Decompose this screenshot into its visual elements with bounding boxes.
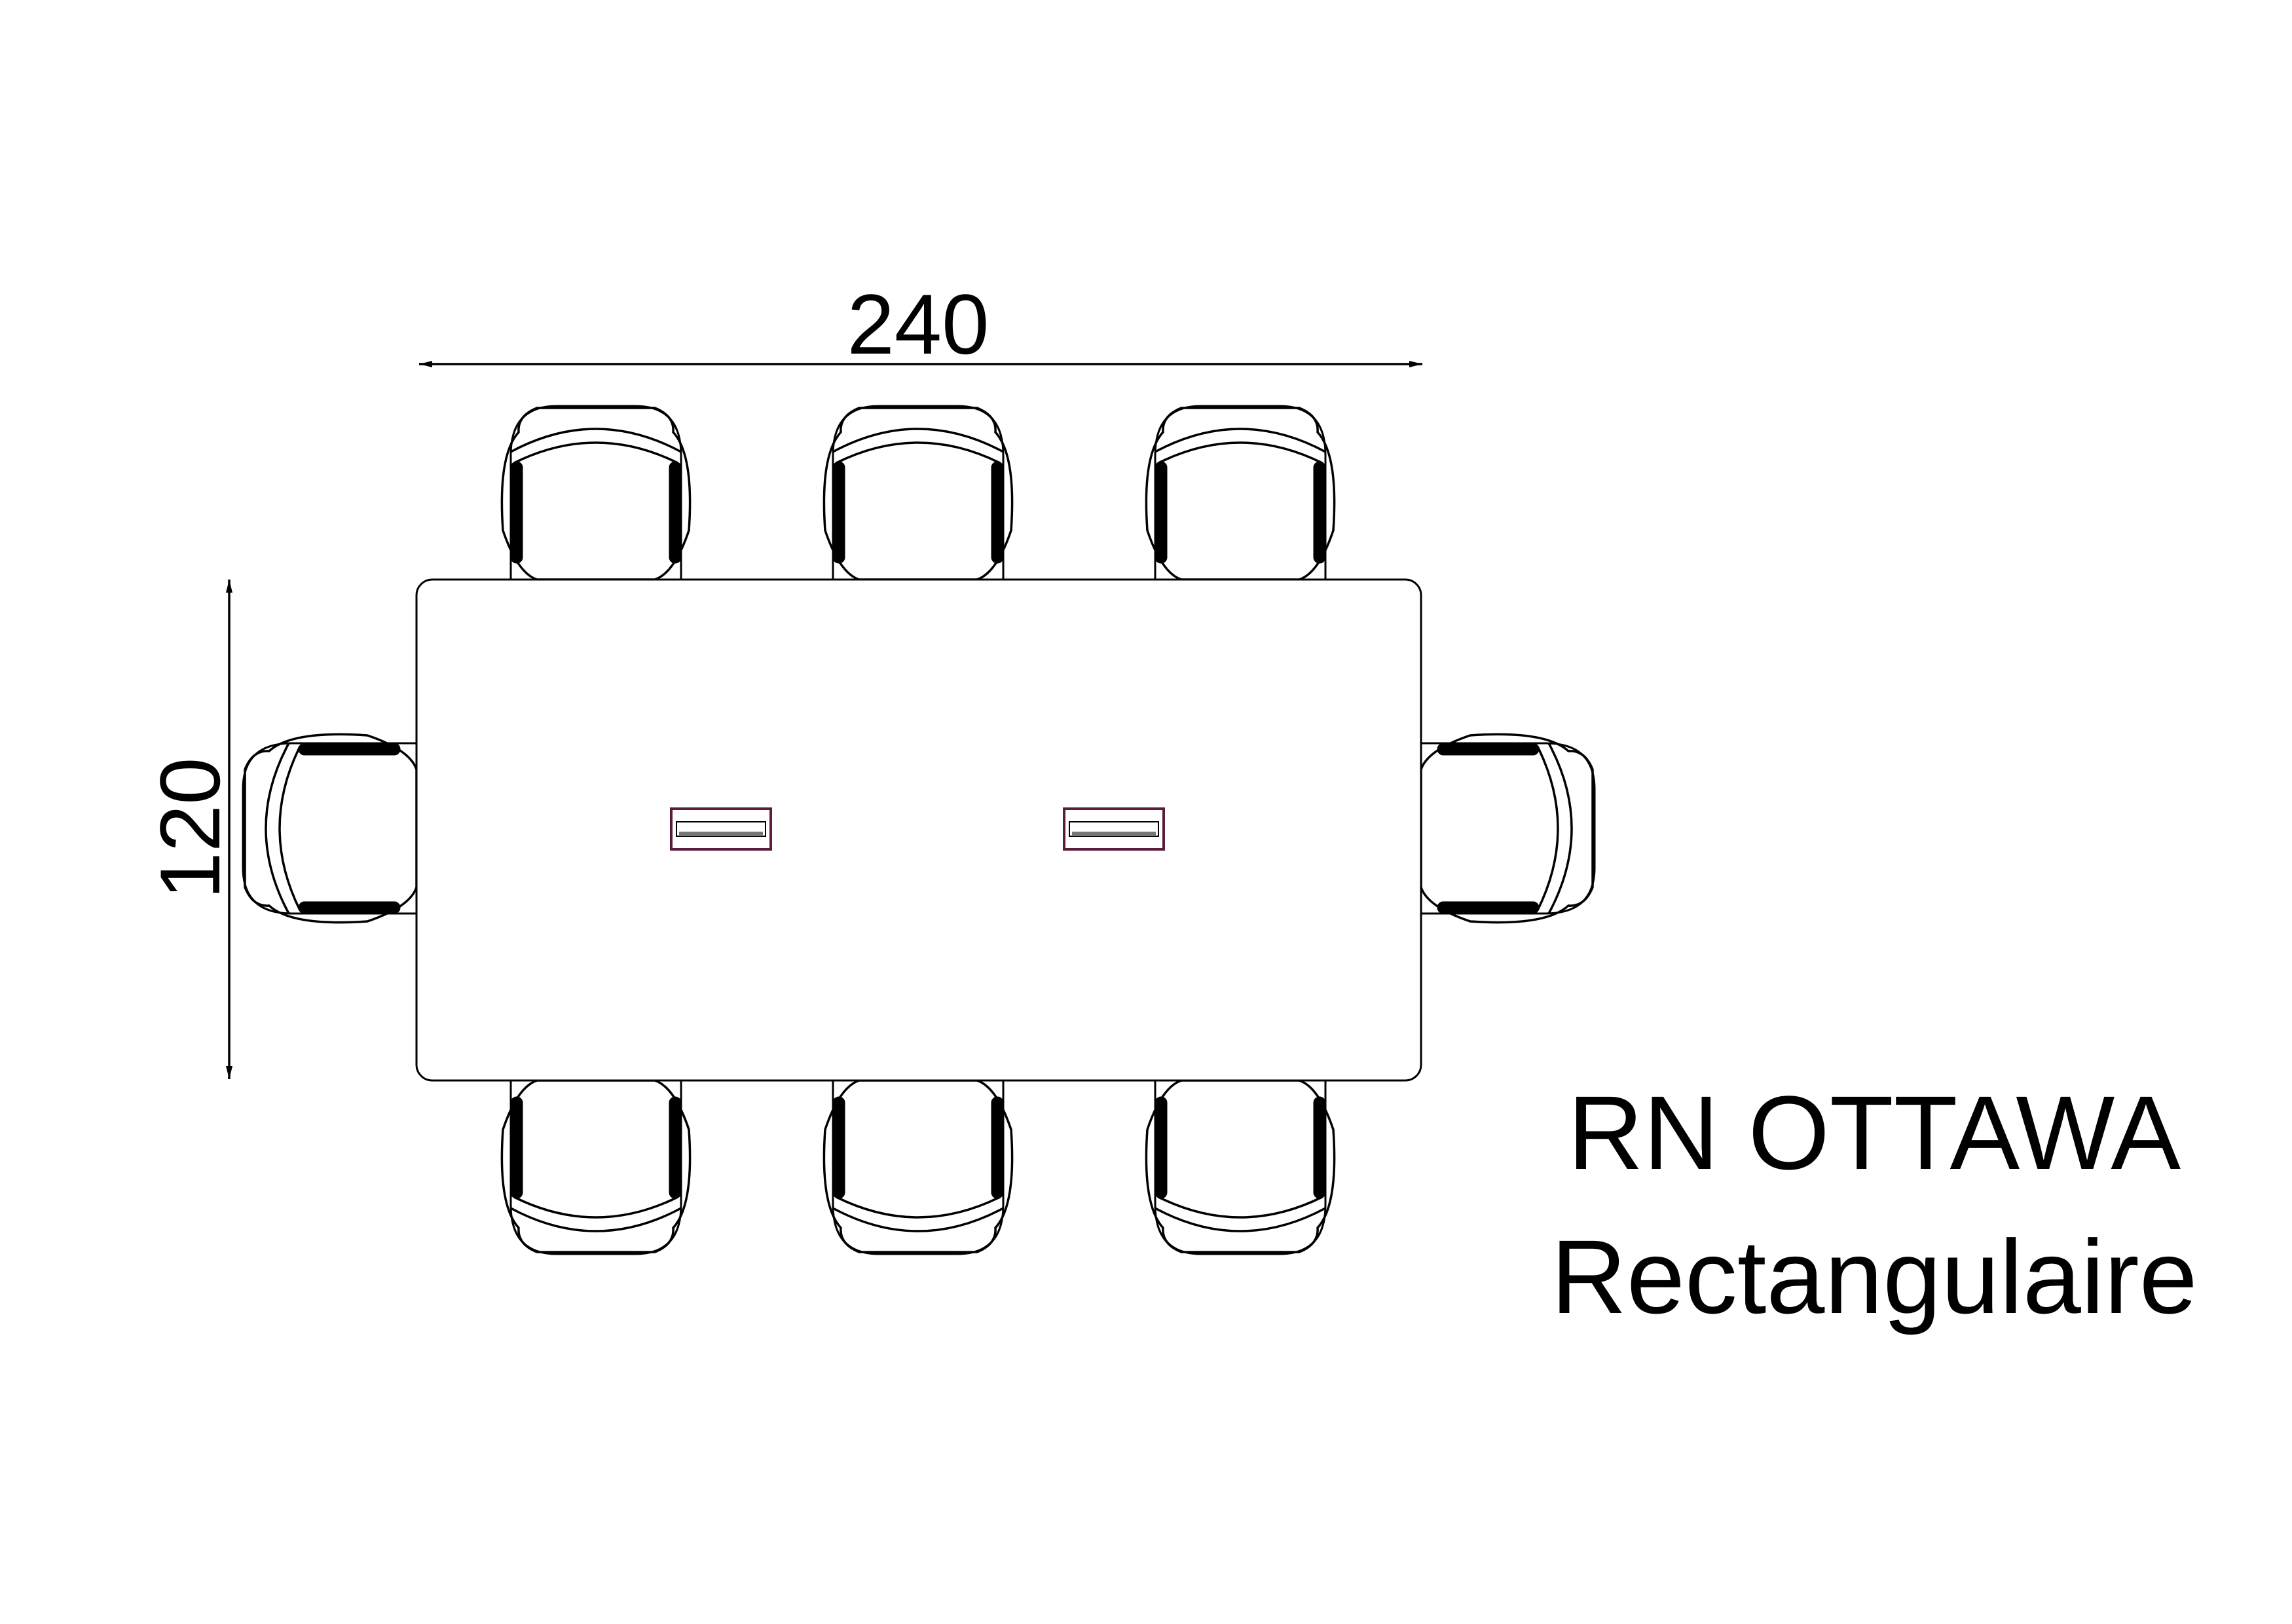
- chair-left-end: [242, 733, 418, 924]
- chair-top-1: [500, 405, 692, 581]
- depth-dimension-label: 120: [142, 758, 238, 900]
- chair-top-3: [1145, 405, 1336, 581]
- product-shape: Rectangulaire: [1551, 1218, 2197, 1335]
- chair-bottom-2: [823, 1079, 1014, 1255]
- chair-bottom-1: [500, 1079, 692, 1255]
- depth-dimension: 120: [142, 580, 238, 1079]
- product-name: RN OTTAWA: [1568, 1074, 2181, 1191]
- cable-grommet-right: [1063, 807, 1165, 851]
- chair-bottom-3: [1145, 1079, 1336, 1255]
- table-top: [415, 578, 1422, 1082]
- cable-grommet-left: [670, 807, 772, 851]
- width-dimension-label: 240: [847, 276, 989, 372]
- chair-right-end: [1420, 733, 1596, 924]
- chair-top-2: [823, 405, 1014, 581]
- width-dimension: 240: [419, 276, 1422, 372]
